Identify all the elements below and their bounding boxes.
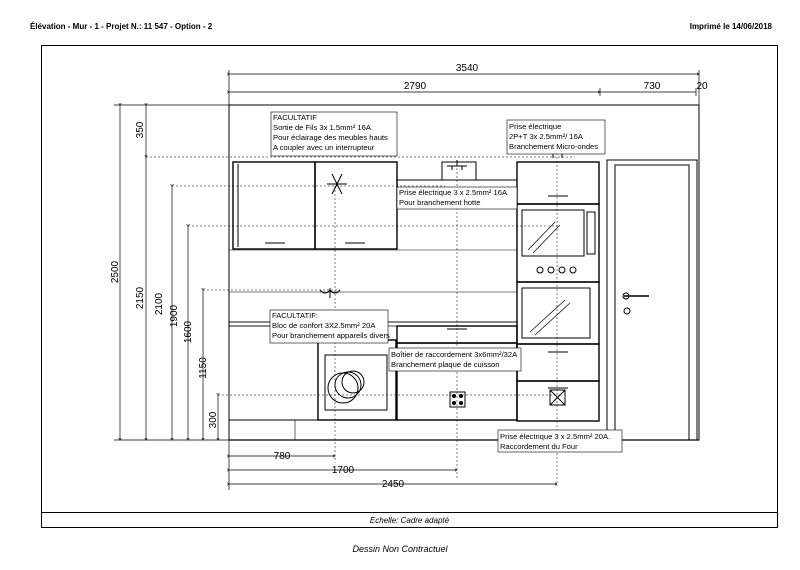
note-line: Prise électrique [509, 122, 561, 131]
svg-text:Bloc de confort 3X2.5mm² 20A: Bloc de confort 3X2.5mm² 20A [272, 321, 376, 330]
dim-2450: 2450 [382, 479, 405, 490]
upper-cabinets [232, 161, 398, 250]
note-line: Prise électrique 3 x 2.5mm² 20A. [500, 432, 610, 441]
note-line: A coupler avec un interrupteur [273, 143, 375, 152]
note-line: Pour branchement appareils divers [272, 331, 390, 340]
svg-text:Raccordement du Four: Raccordement du Four [500, 442, 578, 451]
svg-text:Pour branchement hotte: Pour branchement hotte [399, 198, 480, 207]
page-title: Élévation - Mur - 1 - Projet N.: 11 547 … [30, 22, 213, 31]
svg-text:A coupler avec un interrupteur: A coupler avec un interrupteur [273, 143, 375, 152]
note-line: Prise électrique 3 x 2.5mm² 16A [399, 188, 508, 197]
svg-text:Boîtier de raccordement 3x6mm²: Boîtier de raccordement 3x6mm²/32A [391, 350, 518, 359]
junction-box-icon [449, 391, 466, 408]
dim-350: 350 [135, 121, 146, 138]
dim-1700: 1700 [332, 465, 355, 476]
note-line: Bloc de confort 3X2.5mm² 20A [272, 321, 376, 330]
dim-2150: 2150 [135, 286, 146, 309]
note-microwave-socket: Prise électrique 2P+T 3x 2.5mm²/ 16A Bra… [506, 119, 606, 155]
note-hood-socket: Prise électrique 3 x 2.5mm² 16A Pour bra… [396, 186, 518, 210]
disclaimer: Dessin Non Contractuel [352, 544, 448, 554]
note-oven-socket: Prise électrique 3 x 2.5mm² 20A. Raccord… [497, 429, 623, 453]
svg-text:FACULTATIF: FACULTATIF [273, 113, 317, 122]
door [606, 159, 698, 441]
svg-text:Branchement plaque de cuisson: Branchement plaque de cuisson [391, 360, 500, 369]
print-date: Imprimé le 14/06/2018 [689, 22, 772, 31]
svg-text:FACULTATIF:: FACULTATIF: [272, 311, 318, 320]
note-line: Branchement plaque de cuisson [391, 360, 500, 369]
note-line: Branchement Micro-ondes [509, 142, 598, 151]
note-line: Raccordement du Four [500, 442, 578, 451]
note-light-outlet: FACULTATIF Sortie de Fils 3x 1.5mm² 16A … [270, 111, 398, 157]
dim-20: 20 [696, 81, 708, 92]
svg-text:Sortie de Fils 3x 1.5mm² 16A: Sortie de Fils 3x 1.5mm² 16A [273, 123, 372, 132]
dim-1150: 1150 [198, 357, 209, 379]
dim-2790: 2790 [404, 81, 427, 92]
top-dimensions [229, 70, 699, 105]
note-line: Sortie de Fils 3x 1.5mm² 16A [273, 123, 372, 132]
svg-text:2P+T 3x 2.5mm²/ 16A: 2P+T 3x 2.5mm²/ 16A [509, 132, 584, 141]
bottom-dimensions [229, 440, 557, 490]
tall-column [516, 161, 600, 422]
socket-icon [549, 152, 566, 406]
svg-text:Pour branchement appareils div: Pour branchement appareils divers [272, 331, 390, 340]
note-line: Pour branchement hotte [399, 198, 480, 207]
svg-text:Prise électrique 3 x 2.5mm² 20: Prise électrique 3 x 2.5mm² 20A. [500, 432, 610, 441]
dishwasher [317, 339, 397, 421]
note-hob-box: Boîtier de raccordement 3x6mm²/32A Branc… [388, 347, 522, 372]
dim-2500: 2500 [110, 260, 121, 283]
vertical-dimensions [114, 105, 229, 440]
scale-label: Echelle: Cadre adapté [41, 512, 778, 528]
note-line: FACULTATIF [273, 113, 317, 122]
dim-1900: 1900 [169, 304, 180, 327]
note-line: 2P+T 3x 2.5mm²/ 16A [509, 132, 584, 141]
dim-2100: 2100 [154, 292, 165, 315]
note-comfort-block: FACULTATIF: Bloc de confort 3X2.5mm² 20A… [269, 309, 390, 344]
note-line: Pour éclairage des meubles hauts [273, 133, 388, 142]
svg-text:Prise électrique: Prise électrique [509, 122, 561, 131]
light-outlet-icon [319, 160, 467, 298]
dim-1600: 1600 [183, 320, 194, 343]
dim-3540: 3540 [456, 63, 479, 74]
dim-780: 780 [274, 451, 291, 462]
svg-text:Prise électrique 3 x 2.5mm² 16: Prise électrique 3 x 2.5mm² 16A [399, 188, 508, 197]
microwave [521, 209, 585, 257]
dim-300: 300 [208, 411, 219, 428]
note-line: Boîtier de raccordement 3x6mm²/32A [391, 350, 518, 359]
svg-text:Pour éclairage des meubles hau: Pour éclairage des meubles hauts [273, 133, 388, 142]
note-line: FACULTATIF: [272, 311, 318, 320]
oven [516, 281, 600, 345]
drawing-frame [41, 45, 778, 528]
dim-730: 730 [644, 81, 661, 92]
svg-text:Branchement Micro-ondes: Branchement Micro-ondes [509, 142, 598, 151]
